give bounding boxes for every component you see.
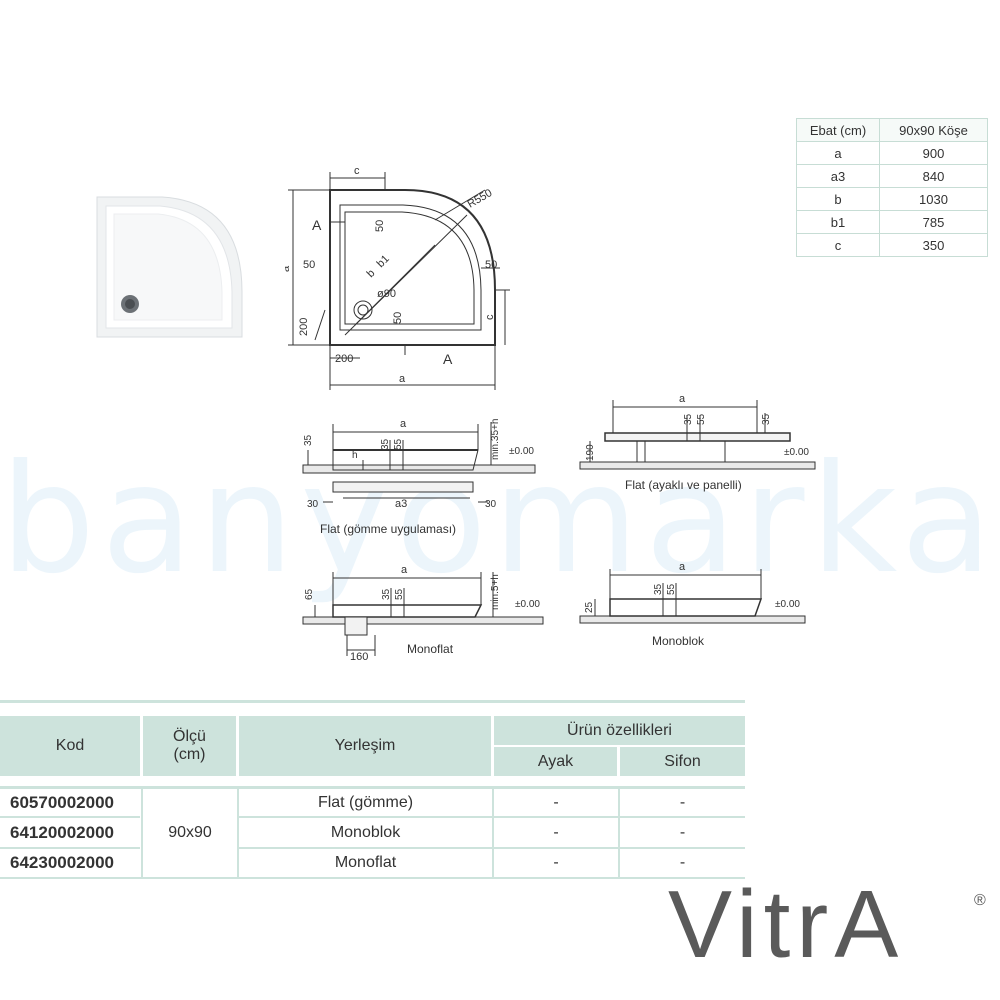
section-label: 35 <box>653 583 664 595</box>
row-sifon: - <box>679 823 686 841</box>
plan-label: R550 <box>466 187 495 211</box>
table-cell: b1 <box>796 210 880 234</box>
plan-label: A <box>312 217 322 233</box>
section-label: 35 <box>380 438 391 450</box>
row-yerlesim: Flat (gömme) <box>317 793 414 811</box>
table-row: b1 785 <box>796 210 988 234</box>
table-header-cell: Ebat (cm) <box>796 118 880 142</box>
table-cell: b <box>796 187 880 211</box>
table-cell: 785 <box>879 210 988 234</box>
plan-label: c <box>354 165 360 177</box>
plan-label: b <box>365 267 378 280</box>
section-label: 190 <box>585 444 596 461</box>
plan-label: A <box>443 351 453 367</box>
plan-label: 50 <box>374 220 386 232</box>
plan-label: 50 <box>303 259 315 271</box>
section-label: a <box>679 393 686 405</box>
registered-mark: ® <box>974 892 986 909</box>
row-sifon: - <box>679 854 686 871</box>
vitra-logo: VitrA <box>668 871 905 978</box>
section-label: 65 <box>304 588 315 600</box>
table-row: Ebat (cm) 90x90 Köşe <box>796 118 988 142</box>
row-sifon: - <box>679 793 686 811</box>
row-yerlesim: Monoblok <box>330 823 401 841</box>
table-header-cell: 90x90 Köşe <box>879 118 988 142</box>
section-label: 55 <box>393 438 404 450</box>
table-row: a 900 <box>796 141 988 165</box>
table-cell: 900 <box>879 141 988 165</box>
section-label: a <box>401 564 408 576</box>
row-yerlesim: Monoflat <box>334 854 397 871</box>
section-label: 25 <box>584 601 595 613</box>
row-ayak: - <box>553 823 559 841</box>
section-label: 35 <box>761 413 772 425</box>
header-urun-ozellikleri: Ürün özellikleri <box>494 716 745 745</box>
row-kod: 64120002000 <box>10 822 115 842</box>
table-cell: a <box>796 141 880 165</box>
section-label: 35 <box>683 413 694 425</box>
section-label: 30 <box>485 499 497 510</box>
table-cell: a3 <box>796 164 880 188</box>
section-label: a <box>400 418 407 430</box>
dimension-table: Ebat (cm) 90x90 Köşe a 900 a3 840 b 1030… <box>796 118 988 257</box>
table-cell: 1030 <box>879 187 988 211</box>
section-monoblok-drawing: a 35 55 25 ±0.00 Monoblok <box>579 561 806 648</box>
section-flat-panel-drawing: a 35 55 35 190 ±0.00 Flat (ayaklı ve pan… <box>579 393 816 492</box>
table-row: a3 840 <box>796 164 988 188</box>
size-cell: 90x90 <box>168 824 212 841</box>
table-row: b 1030 <box>796 187 988 211</box>
section-label: 55 <box>696 413 707 425</box>
spec-table: Kod Ölçü (cm) Yerleşim Ürün özellikleri … <box>0 700 745 880</box>
header-kod: Kod <box>0 716 140 776</box>
section-monoflat-drawing: a min.5+h 65 35 55 ±0.00 160 Monoflat <box>302 564 544 663</box>
section-label: 160 <box>350 651 368 663</box>
section-label: min.5+h <box>490 574 501 610</box>
section-label: ±0.00 <box>784 447 809 458</box>
product-photo <box>96 196 243 338</box>
table-cell: 350 <box>879 233 988 257</box>
plan-drawing: c R550 A 50 a 50 b b1 50 ø90 c 200 50 20… <box>285 165 510 390</box>
table-cell: 840 <box>879 164 988 188</box>
plan-label: 50 <box>485 259 497 271</box>
section-label: ±0.00 <box>515 599 540 610</box>
row-ayak: - <box>553 793 559 811</box>
section-label: ±0.00 <box>775 599 800 610</box>
plan-label: 200 <box>298 318 310 336</box>
section-label: 55 <box>394 588 405 600</box>
section-caption: Flat (ayaklı ve panelli) <box>625 478 742 492</box>
header-yerlesim: Yerleşim <box>239 716 491 776</box>
plan-label: 50 <box>392 312 404 324</box>
plan-label: a <box>285 265 292 272</box>
plan-label: b1 <box>375 253 392 270</box>
section-label: h <box>352 450 358 461</box>
section-flat-drawing: a min.35+h 35 h 35 55 ±0.00 30 a3 30 Fla… <box>302 418 536 536</box>
section-label: ±0.00 <box>509 446 534 457</box>
section-label: 55 <box>666 583 677 595</box>
section-label: 35 <box>303 434 314 446</box>
plan-label: c <box>484 314 496 320</box>
plan-label: a <box>399 373 406 385</box>
row-kod: 64230002000 <box>10 853 115 872</box>
section-caption: Monoblok <box>652 634 705 648</box>
section-label: a <box>679 561 686 573</box>
header-sifon: Sifon <box>620 747 745 776</box>
row-ayak: - <box>553 854 559 871</box>
plan-label: ø90 <box>377 288 396 300</box>
section-label: a3 <box>395 498 407 510</box>
section-caption: Monoflat <box>407 642 454 656</box>
table-row: c 350 <box>796 233 988 257</box>
section-label: 35 <box>381 588 392 600</box>
header-ayak: Ayak <box>494 747 617 776</box>
row-kod: 60570002000 <box>10 792 115 812</box>
plan-label: 200 <box>335 353 353 365</box>
header-olcu: Ölçü (cm) <box>143 716 236 776</box>
section-caption: Flat (gömme uygulaması) <box>320 522 456 536</box>
section-label: min.35+h <box>490 419 501 460</box>
table-cell: c <box>796 233 880 257</box>
section-label: 30 <box>307 499 319 510</box>
